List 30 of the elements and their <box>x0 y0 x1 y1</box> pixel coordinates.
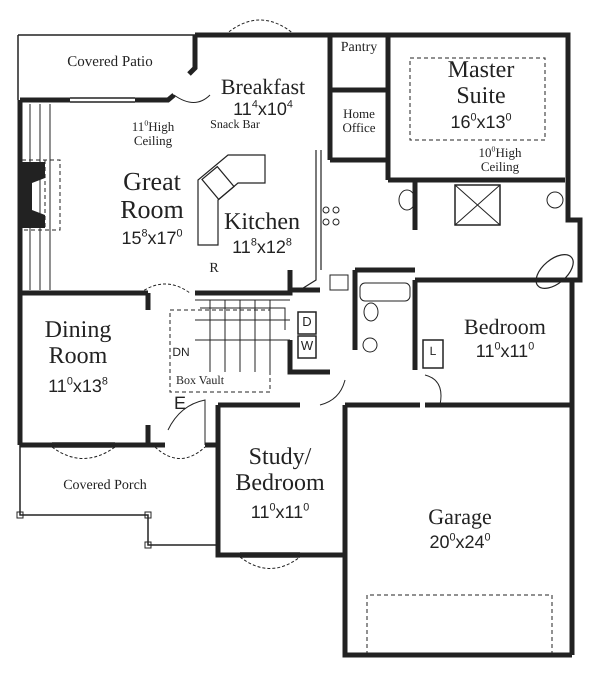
room-name: Master Suite <box>446 58 516 110</box>
room-dimensions: 16$^{0}$x13$^{0}$ <box>449 113 513 132</box>
ceiling-note: Box Vault <box>174 374 226 387</box>
appliance-label: D <box>301 315 313 330</box>
room-name: Dining Room <box>44 318 112 370</box>
room-name: Bedroom <box>463 315 547 339</box>
fixture-label: R <box>208 261 220 276</box>
entry-label: E <box>172 394 187 414</box>
room-dimensions: 11$^{0}$x11$^{0}$ <box>250 503 310 522</box>
room-dimensions: 11$^{0}$x13$^{8}$ <box>47 377 109 396</box>
room-dimensions: 15$^{8}$x17$^{0}$ <box>120 229 184 248</box>
appliance-label: W <box>300 339 314 354</box>
area-label: Covered Porch <box>62 478 148 494</box>
ceiling-note: 11$^{0}$High Ceiling <box>130 120 176 148</box>
room-name: Study/ Bedroom <box>234 445 326 497</box>
room-name: Great Room <box>119 168 185 224</box>
room-dimensions: 11$^{8}$x12$^{8}$ <box>231 238 293 258</box>
area-label: Covered Patio <box>66 54 154 70</box>
room-name: Breakfast <box>220 75 306 99</box>
room-dimensions: 20$^{0}$x24$^{0}$ <box>428 533 492 552</box>
room-name: Home Office <box>342 107 376 136</box>
stair-label: DN <box>171 346 191 359</box>
room-dimensions: 11$^{0}$x11$^{0}$ <box>474 342 536 362</box>
ceiling-note: 10$^{0}$High Ceiling <box>478 146 522 174</box>
fixture-label: Snack Bar <box>210 118 260 131</box>
room-dimensions: 11$^{4}$x10$^{4}$ <box>232 100 294 120</box>
closet-label: L <box>428 345 438 358</box>
room-name: Pantry <box>340 40 378 56</box>
room-name: Kitchen <box>223 210 301 236</box>
room-name: Garage <box>427 505 493 529</box>
